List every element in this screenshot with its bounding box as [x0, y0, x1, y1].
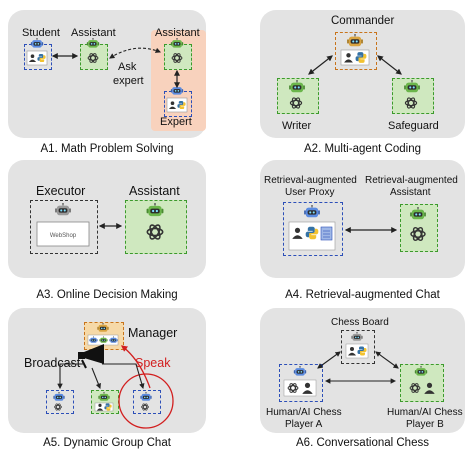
player-a-box: [279, 364, 323, 402]
commander-label: Commander: [331, 15, 395, 27]
player-b-person-icon: [424, 382, 435, 394]
panel-a2: [260, 10, 465, 138]
expert-side-assistant-knot-icon: [171, 52, 183, 64]
assistant-label: Assistant: [71, 27, 116, 39]
a4-graphics: [288, 205, 427, 251]
caption-a3: A3. Online Decision Making: [36, 289, 178, 301]
board-player-a-arrow: [317, 351, 341, 369]
chess-board-robot-icon: [351, 332, 363, 342]
member-agent-box-1: [46, 390, 74, 414]
a1-graphics: [26, 38, 188, 113]
broadcast-label: Broadcast: [24, 356, 81, 370]
a2-graphics: [288, 34, 421, 110]
a5-graphics: [53, 323, 174, 429]
expert-label: Expert: [160, 116, 192, 128]
broadcast-arrow-2: [91, 367, 101, 390]
manager-label: Manager: [128, 326, 178, 340]
broadcast-arrow-1: [57, 363, 84, 390]
assistant-knot-icon: [87, 52, 99, 64]
member-robot-icon-2: [98, 392, 110, 402]
speak-arrow: [120, 345, 151, 389]
manager-robot-icon: [97, 323, 109, 333]
rag-proxy-docs-icon: [320, 226, 333, 241]
ask-label-line2: expert: [113, 75, 144, 87]
safeguard-knot-icon: [404, 96, 418, 110]
speaking-agent-highlight: [118, 373, 174, 429]
expert-side-assistant-box: [164, 44, 192, 70]
rag-proxy-agent-box: [283, 202, 343, 256]
executor-robot-icon: [54, 203, 72, 216]
member-knot-icon-1: [54, 402, 62, 412]
member-robot-icon-1: [53, 392, 65, 402]
caption-a6: A6. Conversational Chess: [296, 437, 429, 449]
safeguard-robot-icon: [403, 80, 421, 93]
writer-robot-icon: [288, 80, 306, 93]
player-b-label-line1: Human/AI Chess: [387, 407, 463, 418]
rag-assistant-label-line1: Retrieval-augmented: [365, 175, 458, 186]
player-b-robot-icon: [414, 366, 428, 376]
assistant-label-a3: Assistant: [129, 184, 180, 198]
speak-label: Speak: [135, 356, 171, 370]
writer-label: Writer: [282, 120, 312, 132]
student-label: Student: [22, 27, 60, 39]
chess-board-box: [341, 330, 375, 364]
caption-a4: A4. Retrieval-augmented Chat: [285, 289, 440, 301]
assistant-agent-box: [80, 44, 108, 70]
assistant-label-expert-side: Assistant: [155, 27, 200, 39]
assistant-robot-icon-a3: [146, 203, 164, 217]
chess-board-label: Chess Board: [331, 317, 389, 328]
commander-robot-icon: [346, 34, 364, 47]
commander-writer-arrow: [308, 55, 333, 75]
player-b-knot-icon: [409, 382, 421, 394]
rag-proxy-robot-icon: [303, 205, 321, 218]
writer-knot-icon: [289, 96, 303, 110]
executor-agent-box: [30, 200, 98, 254]
member-agent-box-3: [133, 390, 161, 414]
player-a-label-line1: Human/AI Chess: [266, 407, 342, 418]
member-knot-icon-3: [141, 402, 149, 412]
member-robot-icon-3: [140, 392, 152, 402]
webshop-screen-text: WebShop: [50, 233, 77, 239]
ask-label-line1: Ask: [118, 61, 137, 73]
a6-graphics: [283, 332, 435, 397]
broadcast-arrow-3: [102, 363, 145, 390]
safeguard-label: Safeguard: [388, 120, 439, 132]
commander-agent-box: [335, 32, 377, 70]
commander-safeguard-arrow: [377, 55, 402, 75]
executor-label: Executor: [36, 184, 86, 198]
ask-expert-arrow: [109, 47, 162, 59]
player-a-label-line2: Player A: [285, 419, 323, 430]
player-b-label-line2: Player B: [406, 419, 444, 430]
assistant-knot-icon-a3: [146, 222, 164, 242]
expert-side-assistant-robot-icon: [170, 38, 184, 48]
rag-proxy-label-line1: Retrieval-augmented: [264, 175, 357, 186]
rag-assistant-robot-icon: [409, 207, 427, 220]
caption-a1: A1. Math Problem Solving: [40, 143, 174, 155]
rag-assistant-label-line2: Assistant: [390, 187, 431, 198]
player-a-robot-icon: [293, 366, 307, 376]
caption-a2: A2. Multi-agent Coding: [304, 143, 421, 155]
board-player-b-arrow: [375, 351, 399, 369]
rag-assistant-knot-icon: [410, 225, 426, 243]
assistant-robot-icon: [86, 38, 100, 48]
caption-a5: A5. Dynamic Group Chat: [43, 437, 171, 449]
webshop-screen: [36, 221, 90, 247]
rag-proxy-label-line2: User Proxy: [285, 187, 335, 198]
student-robot-icon: [30, 38, 44, 48]
a3-graphics: WebShop: [36, 203, 164, 247]
